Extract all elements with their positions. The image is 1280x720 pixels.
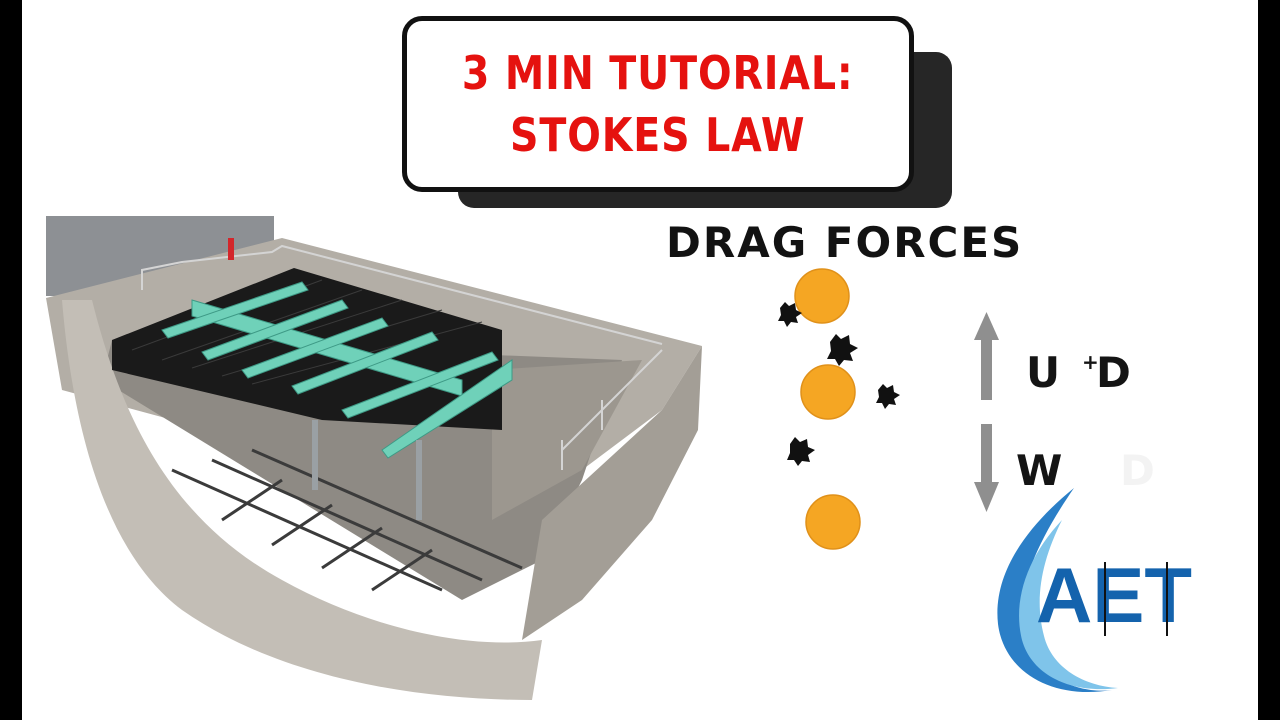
logo-divider-2 <box>1166 562 1168 636</box>
support-columns <box>312 420 422 520</box>
drag-forces-heading: DRAG FORCES <box>666 218 1024 267</box>
particle-top <box>794 268 850 324</box>
title-line-2: STOKES LAW <box>510 108 806 162</box>
particle-bottom <box>805 494 861 550</box>
thumbnail-canvas: 3 MIN TUTORIAL: STOKES LAW <box>22 0 1258 720</box>
floor-pipes <box>171 448 523 592</box>
tank-cut-face <box>62 300 542 700</box>
swoosh-inner <box>1019 520 1118 690</box>
valve-marker <box>228 238 234 260</box>
tank-illustration <box>46 216 702 700</box>
drag-force-symbol: D <box>1096 348 1131 397</box>
tank-inner-wall <box>492 360 642 520</box>
back-wall <box>46 216 274 296</box>
faded-symbol: D <box>1120 446 1155 495</box>
plus-symbol: + <box>1082 350 1099 374</box>
aet-logo-text: AET <box>1036 551 1192 639</box>
drag-forces-diagram <box>778 268 999 550</box>
debris-blots <box>778 302 900 466</box>
particle-middle <box>800 364 856 420</box>
handrails <box>141 244 663 470</box>
title-box: 3 MIN TUTORIAL: STOKES LAW <box>402 16 914 192</box>
launders <box>161 281 513 459</box>
logo-divider-1 <box>1104 562 1106 636</box>
weight-symbol: W <box>1016 446 1063 495</box>
arrow-up-icon <box>974 312 999 400</box>
aet-logo-swoosh <box>997 488 1118 693</box>
upward-force-symbol: U <box>1026 348 1061 397</box>
title-line-1: 3 MIN TUTORIAL: <box>462 46 854 100</box>
arrow-down-icon <box>974 424 999 512</box>
tank-side-face <box>522 346 702 640</box>
